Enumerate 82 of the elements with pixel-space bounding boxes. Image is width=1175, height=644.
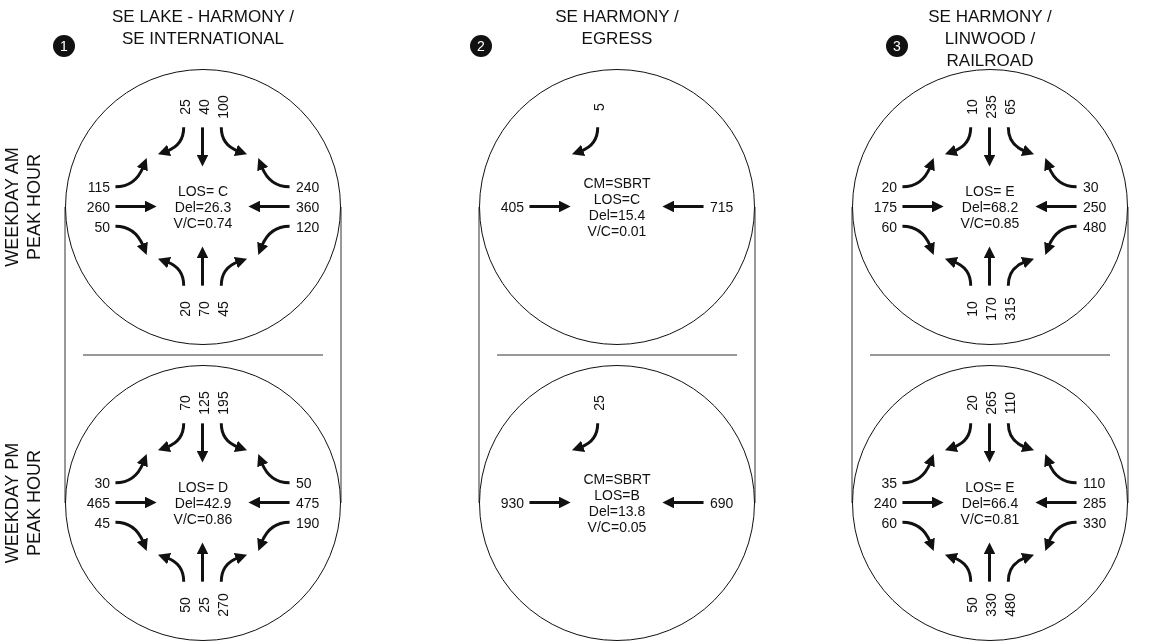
volume-number: 125 <box>196 391 212 415</box>
volume-number: 190 <box>296 516 320 531</box>
metric-text: Del=68.2 <box>960 199 1020 215</box>
volume-number: 475 <box>296 496 320 511</box>
volume-number: 265 <box>983 391 999 415</box>
metric-text: V/C=0.81 <box>960 511 1020 527</box>
volume-number: 45 <box>94 516 110 531</box>
metric-text: Del=42.9 <box>173 495 233 511</box>
volume-number: 315 <box>1002 297 1018 321</box>
volume-number: 25 <box>177 99 193 115</box>
period-label: WEEKDAY PM PEAK HOUR <box>1 441 45 566</box>
volume-number: 360 <box>296 200 320 215</box>
metric-text: V/C=0.86 <box>173 511 233 527</box>
volume-number: 50 <box>177 597 193 613</box>
volume-number: 250 <box>1083 200 1107 215</box>
volume-number: 50 <box>964 597 980 613</box>
metric-text: LOS=B <box>593 487 641 503</box>
metric-text: LOS= E <box>964 183 1016 199</box>
volume-number: 930 <box>500 496 524 511</box>
volume-number: 30 <box>1083 180 1099 195</box>
volume-number: 20 <box>177 301 193 317</box>
volume-number: 20 <box>964 395 980 411</box>
volume-number: 170 <box>983 297 999 321</box>
volume-number: 10 <box>964 301 980 317</box>
volume-number: 480 <box>1083 220 1107 235</box>
number-badge: 1 <box>53 35 75 57</box>
metric-text: Del=13.8 <box>587 503 647 519</box>
volume-number: 70 <box>196 301 212 317</box>
metric-text: V/C=0.74 <box>173 215 233 231</box>
intersection-heading: SE HARMONY / LINWOOD / RAILROAD <box>927 6 1053 72</box>
volume-number: 5 <box>591 103 607 111</box>
volume-number: 465 <box>86 496 110 511</box>
volume-number: 120 <box>296 220 320 235</box>
volume-number: 65 <box>1002 99 1018 115</box>
volume-number: 60 <box>881 516 897 531</box>
volume-number: 235 <box>983 95 999 119</box>
volume-number: 240 <box>873 496 897 511</box>
metric-text: LOS= C <box>176 183 230 199</box>
volume-number: 35 <box>881 476 897 491</box>
volume-number: 20 <box>881 180 897 195</box>
volume-number: 50 <box>296 476 312 491</box>
volume-number: 260 <box>86 200 110 215</box>
period-label: WEEKDAY AM PEAK HOUR <box>1 146 45 269</box>
volume-number: 25 <box>196 597 212 613</box>
volume-number: 195 <box>215 391 231 415</box>
metric-text: CM=SBRT <box>583 175 651 191</box>
metric-text: CM=SBRT <box>583 471 651 487</box>
volume-number: 480 <box>1002 593 1018 617</box>
volume-number: 10 <box>964 99 980 115</box>
volume-number: 25 <box>591 395 607 411</box>
volume-number: 60 <box>881 220 897 235</box>
metric-text: Del=66.4 <box>960 495 1020 511</box>
volume-number: 110 <box>1083 476 1106 491</box>
volume-number: 70 <box>177 395 193 411</box>
number-badge: 2 <box>470 35 492 57</box>
volume-number: 175 <box>873 200 897 215</box>
metric-text: V/C=0.01 <box>586 223 648 239</box>
volume-number: 110 <box>1002 391 1018 415</box>
volume-number: 690 <box>710 496 734 511</box>
metric-text: V/C=0.05 <box>586 519 648 535</box>
volume-number: 45 <box>215 301 231 317</box>
volume-number: 405 <box>500 200 524 215</box>
volume-number: 50 <box>94 220 110 235</box>
metric-text: V/C=0.85 <box>960 215 1020 231</box>
intersection-heading: SE LAKE - HARMONY / SE INTERNATIONAL <box>111 6 295 50</box>
number-badge: 3 <box>886 35 908 57</box>
volume-number: 330 <box>983 593 999 617</box>
intersection-heading: SE HARMONY / EGRESS <box>554 6 680 50</box>
metric-text: Del=26.3 <box>173 199 233 215</box>
volume-number: 40 <box>196 99 212 115</box>
metric-text: LOS= E <box>964 479 1016 495</box>
volume-number: 270 <box>215 593 231 617</box>
metric-text: LOS=C <box>592 191 642 207</box>
volume-number: 715 <box>710 200 734 215</box>
metric-text: LOS= D <box>176 479 230 495</box>
metric-text: Del=15.4 <box>587 207 647 223</box>
volume-number: 115 <box>87 180 110 195</box>
volume-number: 330 <box>1083 516 1107 531</box>
volume-number: 30 <box>94 476 110 491</box>
volume-number: 285 <box>1083 496 1107 511</box>
volume-number: 240 <box>296 180 320 195</box>
volume-number: 100 <box>215 95 231 119</box>
